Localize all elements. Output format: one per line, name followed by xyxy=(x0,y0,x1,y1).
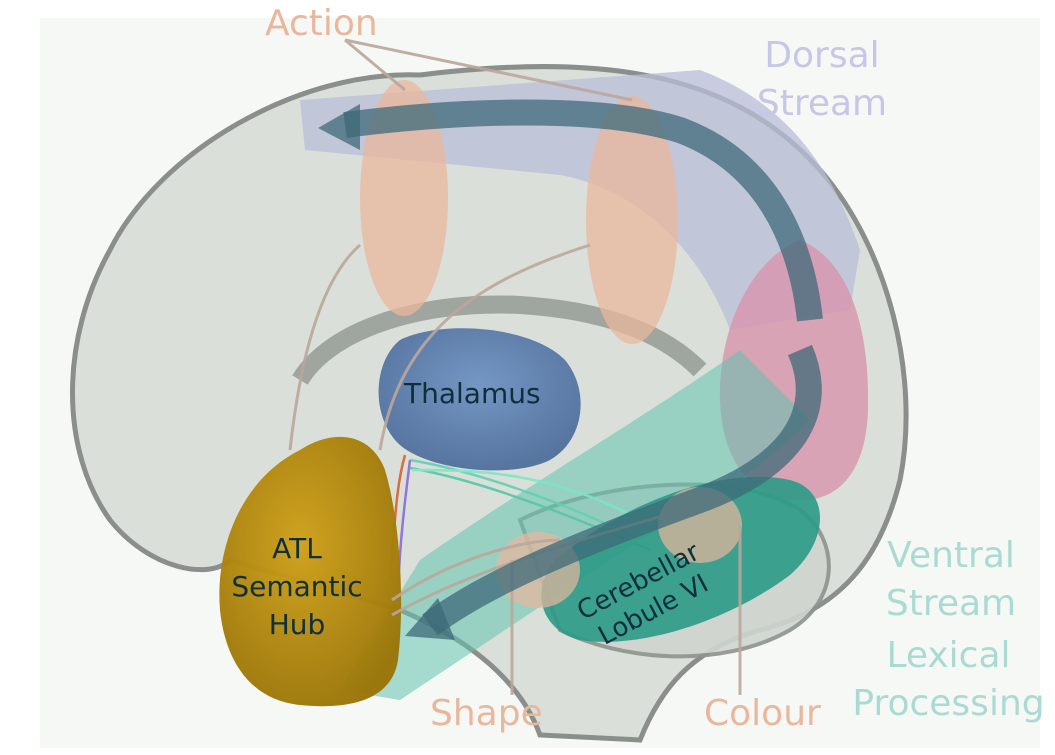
thalamus-label: Thalamus xyxy=(404,380,541,408)
dorsal-stream-label: Dorsal Stream xyxy=(752,32,892,128)
lexical-label-line2: Processing xyxy=(846,680,1051,728)
dorsal-label-line2: Stream xyxy=(752,80,892,128)
atl-label-line1: ATL xyxy=(222,530,372,568)
shape-label: Shape xyxy=(430,696,543,732)
ventral-label-line1: Ventral xyxy=(876,532,1026,580)
lexical-processing-label: Lexical Processing xyxy=(846,632,1051,728)
dorsal-label-line1: Dorsal xyxy=(752,32,892,80)
atl-label-line3: Hub xyxy=(222,606,372,644)
ventral-label-line2: Stream xyxy=(876,580,1026,628)
atl-semantic-hub-label: ATL Semantic Hub xyxy=(222,530,372,644)
atl-label-line2: Semantic xyxy=(222,568,372,606)
ventral-stream-label: Ventral Stream xyxy=(876,532,1026,628)
action-label: Action xyxy=(265,6,378,42)
colour-label: Colour xyxy=(704,696,821,732)
lexical-label-line1: Lexical xyxy=(846,632,1051,680)
